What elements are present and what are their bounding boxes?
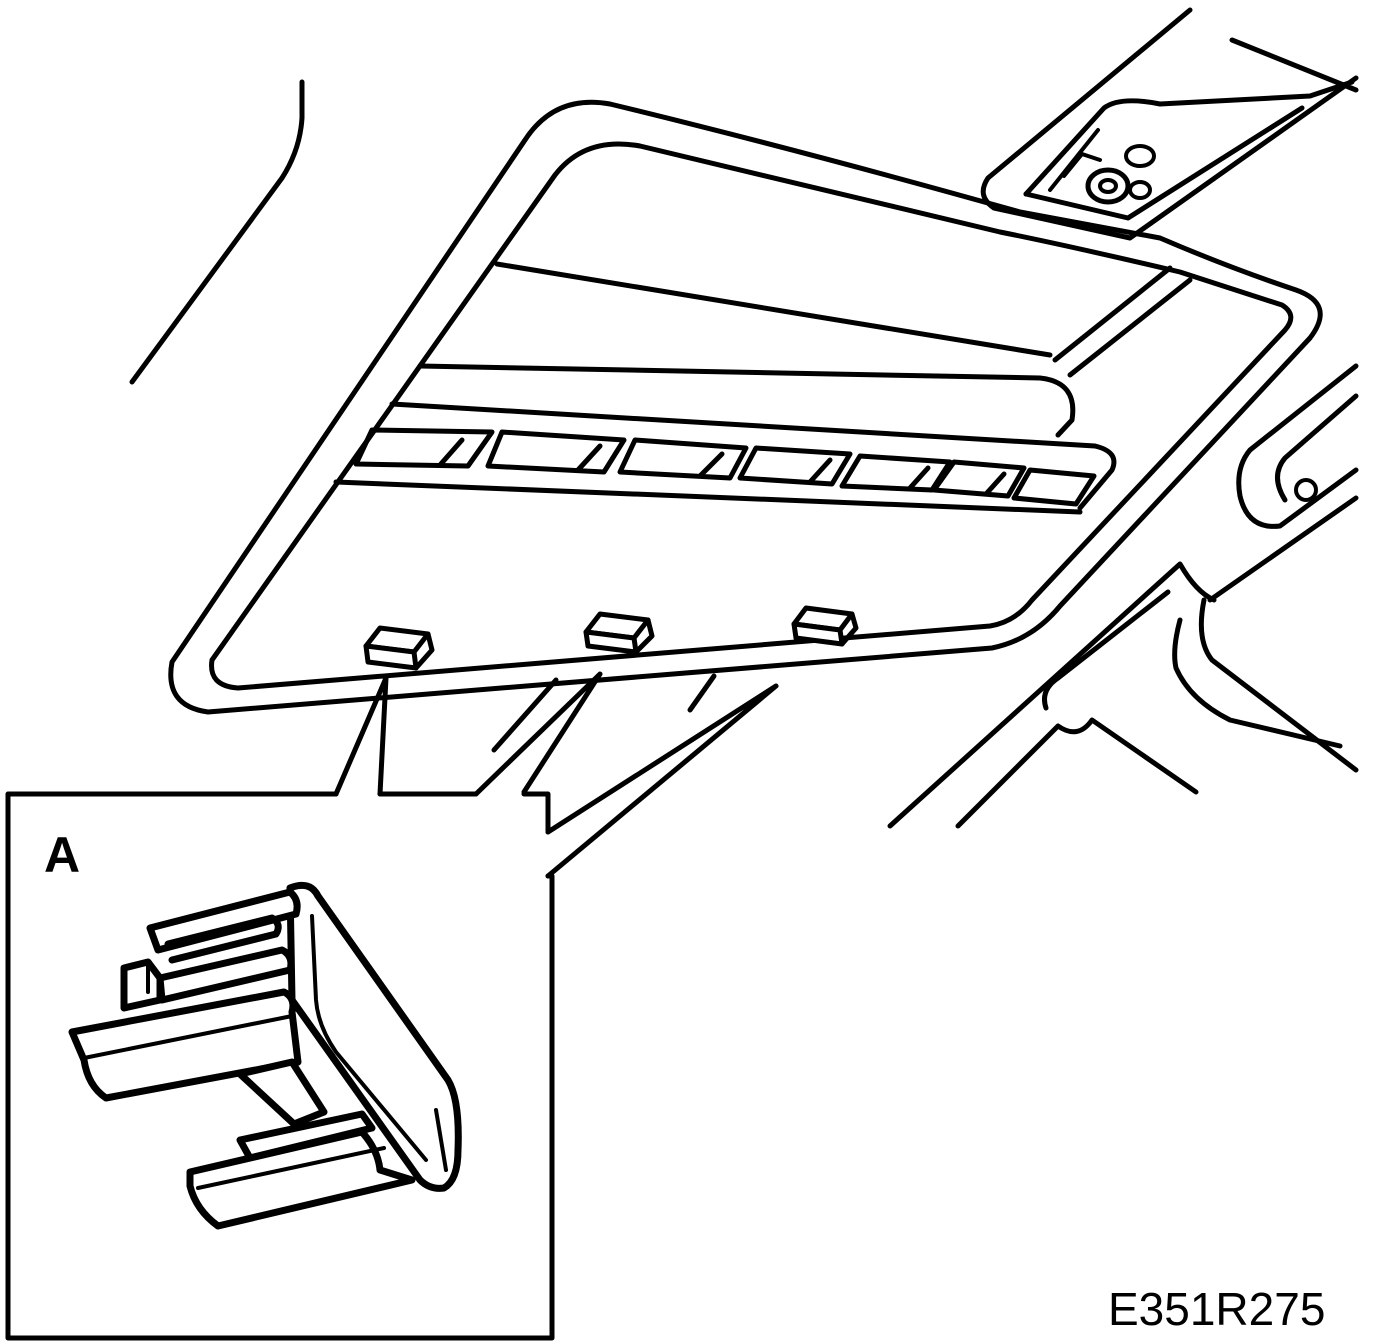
clip-1 — [363, 625, 435, 671]
detail-box — [5, 791, 555, 1341]
headliner-left-edge — [129, 79, 305, 385]
track-rail-right-2 — [1067, 277, 1193, 378]
sunshade-slats — [353, 427, 1097, 507]
sunroof-frame-inner — [209, 141, 1294, 691]
track-rail-right — [1052, 265, 1173, 363]
figure-code: E351R275 — [1108, 1283, 1326, 1335]
clip-detail-illustration — [68, 881, 462, 1230]
overhead-console — [980, 7, 1359, 241]
sunshade-front-rail — [389, 401, 1117, 511]
roof-structure-right — [887, 363, 1359, 829]
clip-2 — [583, 611, 655, 655]
clip-3 — [791, 605, 859, 647]
sunshade-rear-rail — [333, 479, 1083, 515]
glass-panel-edge — [494, 261, 1053, 358]
sunshade-top-edge — [417, 363, 1076, 438]
retaining-clips — [363, 605, 859, 671]
detail-label: A — [44, 827, 81, 883]
sunroof-frame-outer — [168, 99, 1323, 715]
callout-pointers — [333, 671, 779, 879]
